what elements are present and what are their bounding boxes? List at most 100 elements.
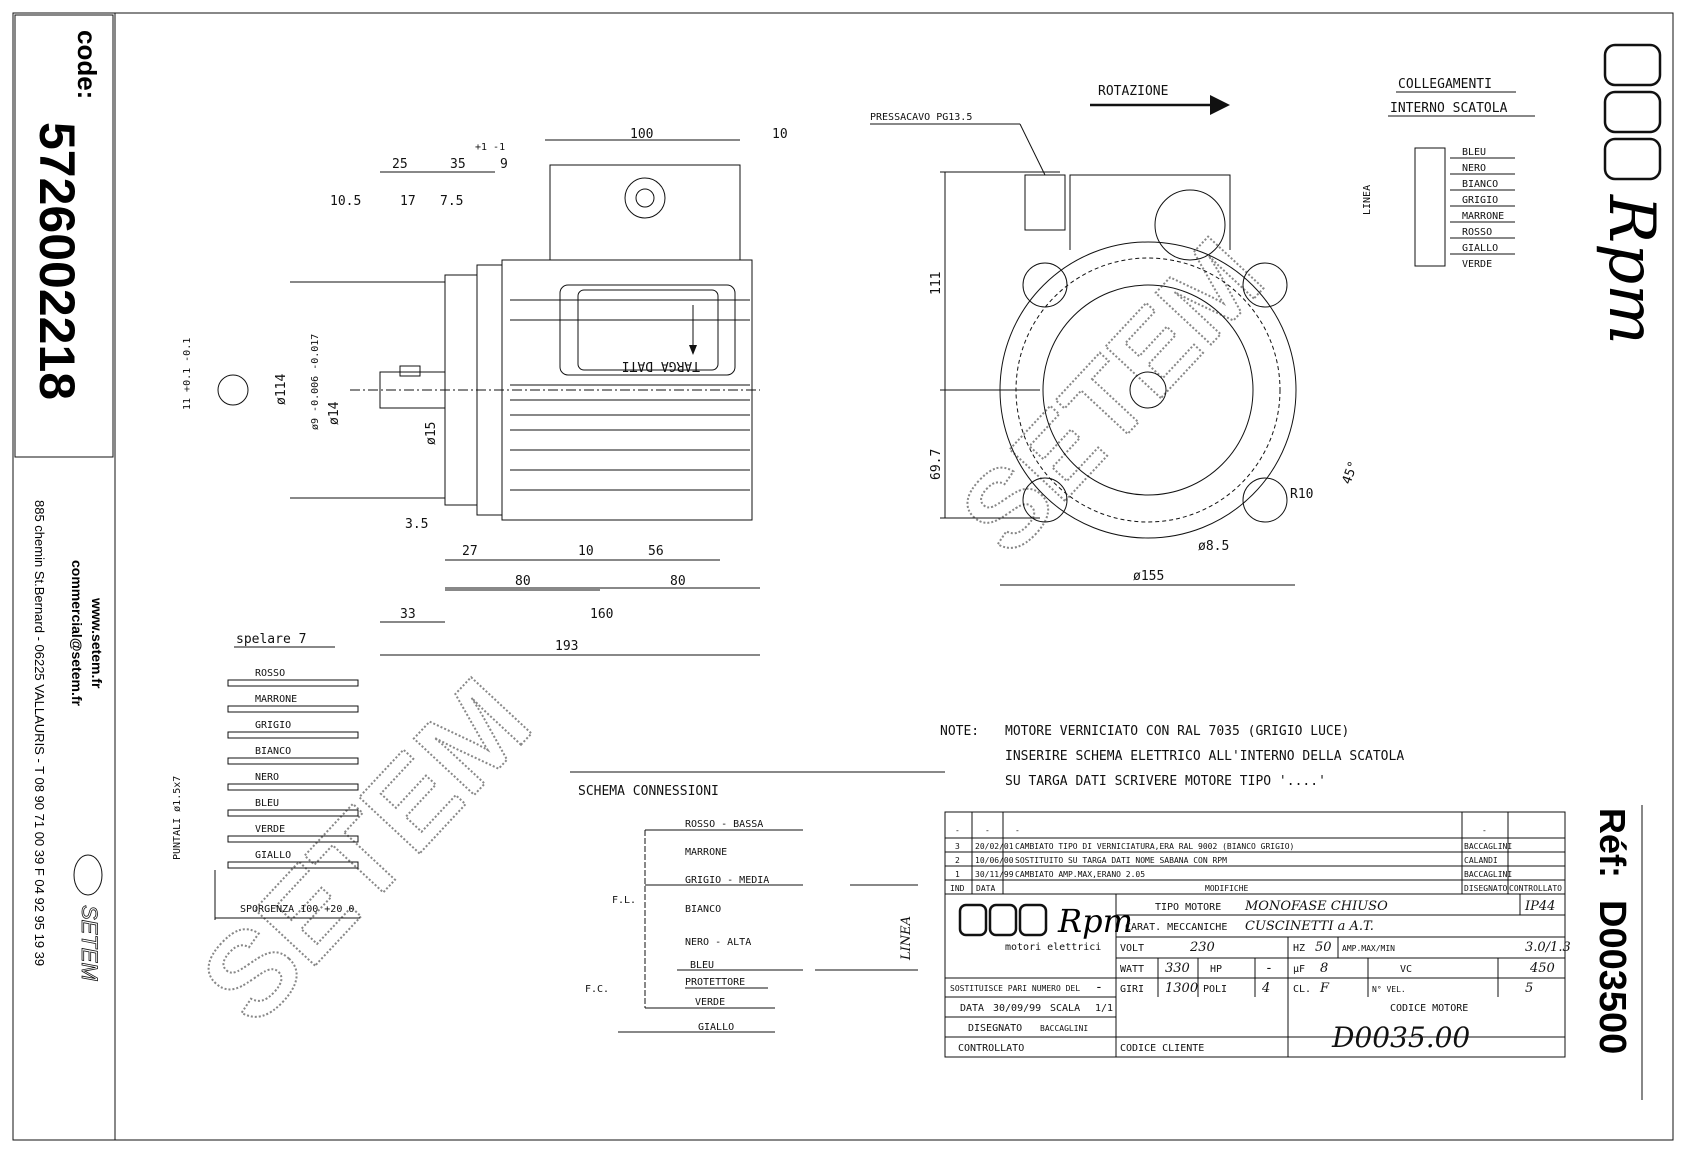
- drawing-label: GRIGIO - MEDIA: [685, 875, 769, 886]
- rpm-logo: Rpm: [1594, 43, 1668, 345]
- drawing-label: BACCAGLINI: [1464, 870, 1512, 879]
- drawing-label: WATT: [1120, 964, 1144, 975]
- drawing-label: PUNTALI ø1.5x7: [172, 776, 183, 860]
- drawing-stroke: [1022, 262, 1068, 308]
- drawing-label: 11 +0.1 -0.1: [182, 338, 193, 410]
- drawing-label: 100: [630, 127, 653, 142]
- nameplate-label: TARGA DATI: [622, 358, 700, 373]
- front-view: ROTAZIONE PRESSACAVO PG13.5 111 69.7 ø15…: [870, 84, 1373, 586]
- drawing-stroke: [1242, 477, 1288, 523]
- drawing-stroke: - - - - 3 20/02/01 CAMBIATO TIPO DI VERN…: [950, 826, 1562, 893]
- drawing-label: 27: [462, 544, 478, 559]
- drawing-stroke: [1022, 477, 1068, 523]
- drawing-label: 69.7: [929, 449, 944, 480]
- drawing-label: ø15: [424, 422, 439, 445]
- drawing-label: BIANCO: [255, 746, 291, 757]
- reference-label: Réf:: [1592, 808, 1633, 878]
- drawing-label: -: [985, 826, 990, 835]
- drawing-label: ø9 -0.006 -0.017: [310, 334, 321, 430]
- drawing-label: DATA: [960, 1003, 984, 1014]
- drawing-label: LINEA: [1362, 185, 1373, 215]
- drawing-label: MOTORE VERNICIATO CON RAL 7035 (GRIGIO L…: [1005, 724, 1349, 739]
- drawing-label: 80: [670, 574, 686, 589]
- drawing-label: 30/11/99: [975, 870, 1014, 879]
- drawing-label: GIALLO: [255, 850, 291, 861]
- drawing-stroke: [1603, 90, 1662, 134]
- drawing-label: ROSSO: [255, 668, 285, 679]
- drawing-label: F.C.: [585, 984, 609, 995]
- drawing-label: µF: [1293, 964, 1305, 975]
- drawing-label: ø8.5: [1198, 539, 1229, 554]
- drawing-label: BIANCO: [685, 904, 721, 915]
- drawing-stroke: [1019, 123, 1046, 176]
- terminal-box-front: [1069, 174, 1231, 250]
- drawing-label: ø114: [274, 374, 289, 405]
- drawing-label: INTERNO SCATOLA: [1390, 101, 1508, 116]
- drawing-label: IND: [950, 884, 965, 893]
- tb-logo-brand: Rpm: [1057, 902, 1133, 940]
- drawing-label: 1/1: [1095, 1003, 1113, 1014]
- drawing-stroke: [1129, 371, 1167, 409]
- tb-logo-subtitle: motori elettrici: [1005, 942, 1101, 953]
- fins: [510, 299, 750, 491]
- rotation-label: ROTAZIONE: [1098, 84, 1168, 99]
- drawing-label: CODICE MOTORE: [1390, 1003, 1468, 1014]
- drawing-label: CONTROLLATO: [958, 1043, 1024, 1054]
- drawing-label: 193: [555, 639, 578, 654]
- schema-title: SCHEMA CONNESSIONI: [578, 784, 719, 799]
- drawing-label: 4: [1261, 981, 1270, 996]
- drawing-label: 1300: [1165, 981, 1198, 996]
- drawing-label: MARRONE: [685, 847, 727, 858]
- drawing-label: VERDE: [255, 824, 285, 835]
- drawing-label: 7.5: [440, 194, 463, 209]
- drawing-stroke: [227, 835, 359, 843]
- lead-wires: spelare 7 PUNTALI ø1.5x7 ROSSO MARRONE G…: [172, 632, 360, 920]
- drawing-label: MONOFASE CHIUSO: [1244, 899, 1388, 914]
- drawing-label: 10/06/00: [975, 856, 1014, 865]
- drawing-stroke: [1154, 189, 1226, 261]
- code-label: code:: [72, 30, 102, 99]
- drawing-label: 8: [1320, 961, 1328, 976]
- terminal-box: [549, 164, 741, 261]
- email: commercial@setem.fr: [69, 560, 85, 706]
- drawing-label: NERO: [255, 772, 279, 783]
- drawing-label: -: [1265, 961, 1273, 976]
- drawing-label: TIPO MOTORE: [1155, 902, 1221, 913]
- drawing-label: 10: [578, 544, 594, 559]
- drawing-label: COLLEGAMENTI: [1398, 77, 1492, 92]
- drawing-label: BACCAGLINI: [1464, 842, 1512, 851]
- address: 885 chemin St.Bernard - 06225 VALLAURIS …: [32, 500, 47, 966]
- drawing-stroke: ROSSO MARRONE GRIGIO BIANCO NERO BLEU VE…: [227, 668, 359, 869]
- drawing-label: BIANCO: [1462, 179, 1498, 190]
- drawing-label: POLI: [1203, 984, 1227, 995]
- drawing-label: LINEA: [899, 916, 914, 961]
- drawing-label: SCALA: [1050, 1003, 1080, 1014]
- drawing-label: CODICE CLIENTE: [1120, 1043, 1204, 1054]
- drawing-label: 80: [515, 574, 531, 589]
- drawing-label: 9: [500, 157, 508, 172]
- notes: NOTE: MOTORE VERNICIATO CON RAL 7035 (GR…: [940, 724, 1404, 789]
- internal-connections: COLLEGAMENTI INTERNO SCATOLA BLEU NERO B…: [1388, 77, 1535, 270]
- drawing-label: 10: [772, 127, 788, 142]
- drawing-label: ø155: [1133, 569, 1164, 584]
- connection-schema: SCHEMA CONNESSIONI ROSSO - BASSA MARRONE…: [570, 771, 945, 1033]
- shaft-section: [217, 374, 249, 406]
- drawing-label: 30/09/99: [993, 1003, 1041, 1014]
- drawing-label: SETEM: [77, 905, 102, 981]
- drawing-label: AMP.MAX/MIN: [1342, 944, 1395, 953]
- drawing-label: VERDE: [1462, 259, 1492, 270]
- drawing-label: 230: [1189, 940, 1215, 955]
- drawing-label: HZ: [1293, 943, 1305, 954]
- drawing-stroke: [1042, 284, 1254, 496]
- drawing-stroke: [73, 854, 103, 896]
- drawing-label: -: [1482, 826, 1487, 835]
- drawing-label: F: [1319, 981, 1330, 996]
- drawing-label: DATA: [976, 884, 995, 893]
- drawing-stroke: [1603, 137, 1662, 181]
- drawing-label: ø14: [327, 401, 342, 425]
- drawing-label: ROSSO: [1462, 227, 1492, 238]
- drawing-stroke: [635, 188, 655, 208]
- drawing-label: GRIGIO: [1462, 195, 1498, 206]
- drawing-label: 45°: [1340, 459, 1362, 486]
